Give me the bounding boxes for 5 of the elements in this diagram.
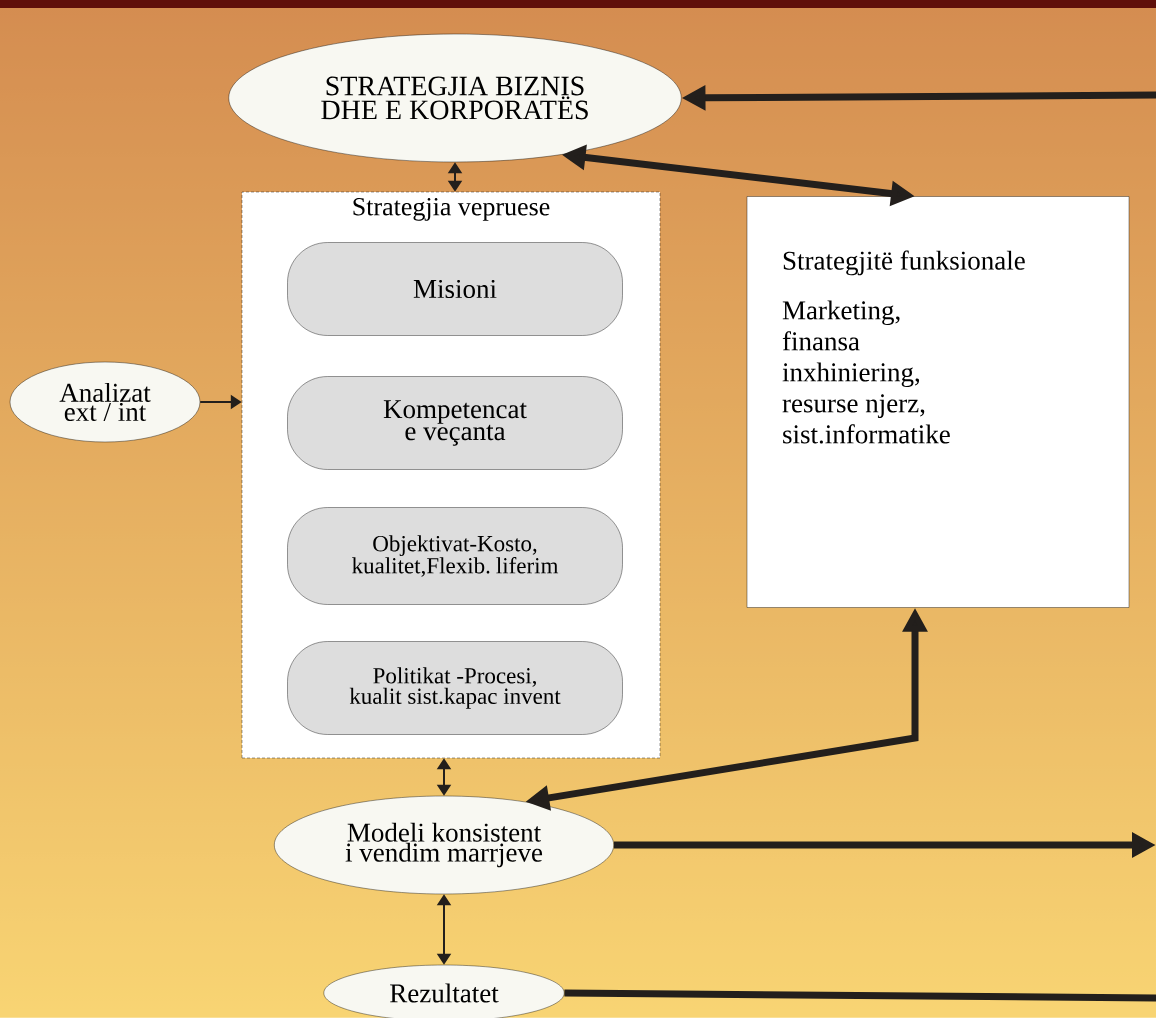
process-box: Misioni xyxy=(287,242,623,336)
process-box: Kompetencat e veçanta xyxy=(287,376,623,470)
process-box: Objektivat-Kosto, kualitet,Flexib. liferim xyxy=(287,507,623,605)
text-box: Strategjitë funksionale Marketing, finansa inxhiniering, resurse njerz, sist.informatike xyxy=(746,196,1130,608)
process-box: Politikat -Procesi, kualit sist.kapac invent xyxy=(287,641,623,735)
